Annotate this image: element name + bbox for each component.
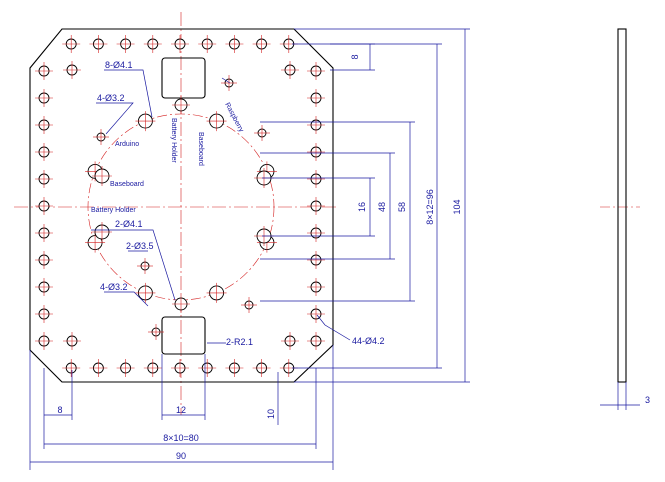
right-dimension-lines [260,28,470,383]
label-holes-44-d42: 44-Ø4.2 [352,336,385,346]
label-raspberry: Raspberry [223,102,245,134]
dim-right-58: 58 [397,202,407,212]
dim-right-104: 104 [452,199,462,214]
inner-holes [85,75,277,340]
dim-bottom-8: 8 [57,405,62,415]
dim-right-96: 8×12=96 [425,189,435,225]
label-battery-holder-vertical: Battery Holder [170,118,177,163]
perimeter-holes [35,35,325,377]
leader-lines [91,69,351,344]
label-arduino: Arduino [115,141,139,148]
label-slots-2-r21: 2-R2.1 [226,337,253,347]
bottom-dimension-lines [29,345,334,470]
bottom-slot-cutout [161,316,206,355]
label-baseboard-horizontal: Baseboard [110,181,144,188]
side-view [600,28,640,410]
label-baseboard-vertical: Baseboard [197,132,204,166]
label-holes-4-d32-bottom: 4-Ø3.2 [100,282,128,292]
dim-bottom-80: 8×10=80 [163,433,199,443]
label-holes-8-d41: 8-Ø4.1 [105,60,133,70]
label-battery-holder-horizontal: Battery Holder [91,207,136,214]
dim-side-3: 3 [645,395,650,405]
dim-bottom-12: 12 [176,405,186,415]
top-slot-cutout [161,57,206,99]
plate-outline [29,28,334,383]
dim-right-16: 16 [357,202,367,212]
label-holes-4-d32-top: 4-Ø3.2 [97,93,125,103]
dim-bottom-90: 90 [176,451,186,461]
dim-right-48: 48 [377,202,387,212]
label-holes-2-d35: 2-Ø3.5 [126,241,154,251]
label-holes-2-d41: 2-Ø4.1 [115,219,143,229]
dim-bottom-10: 10 [266,409,276,419]
dim-right-8: 8 [350,54,360,59]
